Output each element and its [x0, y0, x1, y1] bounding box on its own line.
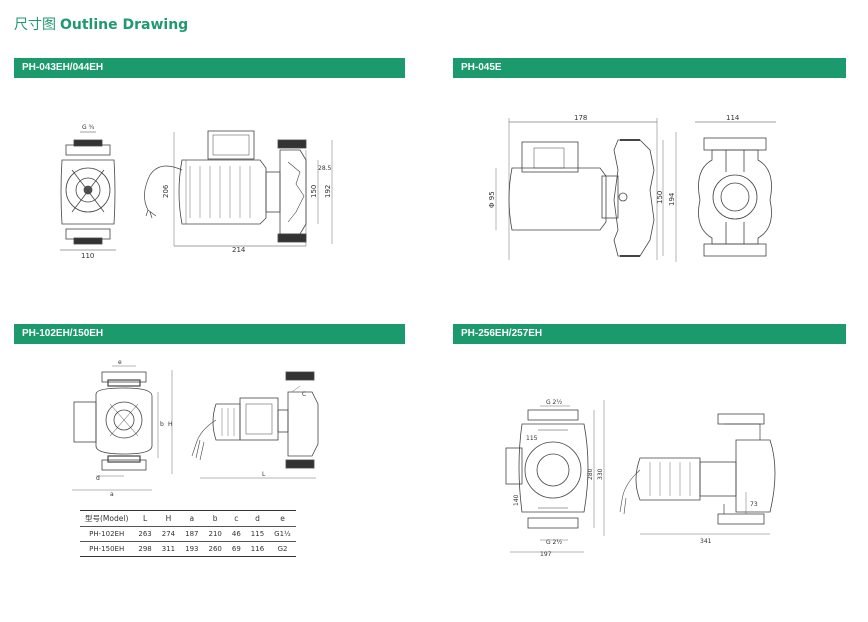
dim-256-g-top: G 2½ — [546, 399, 562, 406]
dim-256-330: 330 — [597, 468, 604, 480]
dim-256-115: 115 — [526, 435, 538, 442]
dim-045-150: 150 — [656, 191, 664, 204]
table-cell: PH-150EH — [80, 541, 134, 557]
dim-102-L: L — [262, 471, 266, 478]
dim-102-b: b — [160, 421, 164, 428]
spec-col-L: L — [133, 510, 157, 527]
dim-045-width: 114 — [726, 114, 740, 122]
spec-col-H: H — [156, 510, 181, 527]
dim-102-H: H — [168, 421, 173, 428]
section-header-102: PH-102EH/150EH — [14, 324, 405, 344]
page-title-cn: 尺寸图 — [14, 17, 56, 33]
dim-256-197: 197 — [540, 551, 552, 558]
drawing-102-side — [191, 371, 319, 479]
section-header-043: PH-043EH/044EH — [14, 58, 405, 78]
dim-256-73: 73 — [750, 501, 758, 508]
dim-045-dia: Φ 95 — [488, 191, 496, 208]
drawing-256-front — [505, 400, 605, 553]
table-cell: 260 — [203, 541, 227, 557]
dim-256-140: 140 — [513, 494, 520, 506]
dim-043-28: 28.5 — [318, 165, 332, 172]
dim-102-C: C — [302, 391, 306, 398]
section-label: PH-102EH/150EH — [22, 328, 104, 339]
section-label: PH-256EH/257EH — [461, 328, 543, 339]
table-cell: G1½ — [269, 526, 296, 542]
dim-043-206: 206 — [162, 184, 170, 198]
drawing-043-front — [60, 131, 116, 251]
dim-102-d: d — [96, 475, 100, 482]
table-cell: 210 — [203, 526, 227, 542]
spec-col-c: c — [226, 510, 246, 527]
dim-043-192: 192 — [324, 185, 332, 198]
spec-table-header: 型号(Model) L H a b c d e — [80, 510, 296, 527]
dim-043-length: 214 — [232, 246, 246, 254]
table-cell: 46 — [226, 526, 246, 542]
table-cell: 263 — [133, 526, 157, 542]
spec-table: 型号(Model) L H a b c d e PH-102EH 263 274… — [80, 510, 296, 557]
table-cell: PH-102EH — [80, 526, 134, 542]
drawing-256-side — [619, 413, 776, 535]
table-cell: 274 — [156, 526, 181, 542]
dim-043-150: 150 — [310, 185, 318, 198]
table-cell: 69 — [226, 541, 246, 557]
spec-col-model: 型号(Model) — [80, 510, 134, 527]
table-row: PH-102EH 263 274 187 210 46 115 G1½ — [80, 526, 296, 542]
dim-102-a: a — [110, 491, 114, 498]
spec-col-a: a — [180, 510, 204, 527]
spec-col-b: b — [203, 510, 227, 527]
table-cell: 311 — [156, 541, 181, 557]
dim-045-length: 178 — [574, 114, 587, 122]
table-cell: 115 — [245, 526, 270, 542]
table-cell: 187 — [180, 526, 204, 542]
page-title-en: Outline Drawing — [60, 17, 189, 33]
table-cell: 193 — [180, 541, 204, 557]
drawing-043-side — [144, 130, 333, 247]
section-header-256: PH-256EH/257EH — [453, 324, 846, 344]
table-cell: G2 — [269, 541, 296, 557]
dim-256-341: 341 — [700, 538, 712, 545]
spec-col-e: e — [269, 510, 296, 527]
table-cell: 298 — [133, 541, 157, 557]
dim-256-280: 280 — [587, 468, 594, 480]
drawing-045-side — [495, 118, 677, 262]
table-cell: 116 — [245, 541, 270, 557]
drawing-102-front — [72, 365, 173, 491]
table-row: PH-150EH 298 311 193 260 69 116 G2 — [80, 541, 296, 557]
dim-045-194: 194 — [668, 192, 676, 206]
drawing-045-front — [695, 121, 776, 257]
dim-043-top: G ¾ — [82, 124, 95, 131]
section-label: PH-043EH/044EH — [22, 62, 104, 73]
dim-102-e: e — [118, 359, 122, 366]
section-header-045: PH-045E — [453, 58, 846, 78]
dim-256-g-bot: G 2½ — [546, 539, 562, 546]
spec-col-d: d — [245, 510, 270, 527]
dim-043-width: 110 — [81, 252, 94, 260]
section-label: PH-045E — [461, 62, 502, 73]
